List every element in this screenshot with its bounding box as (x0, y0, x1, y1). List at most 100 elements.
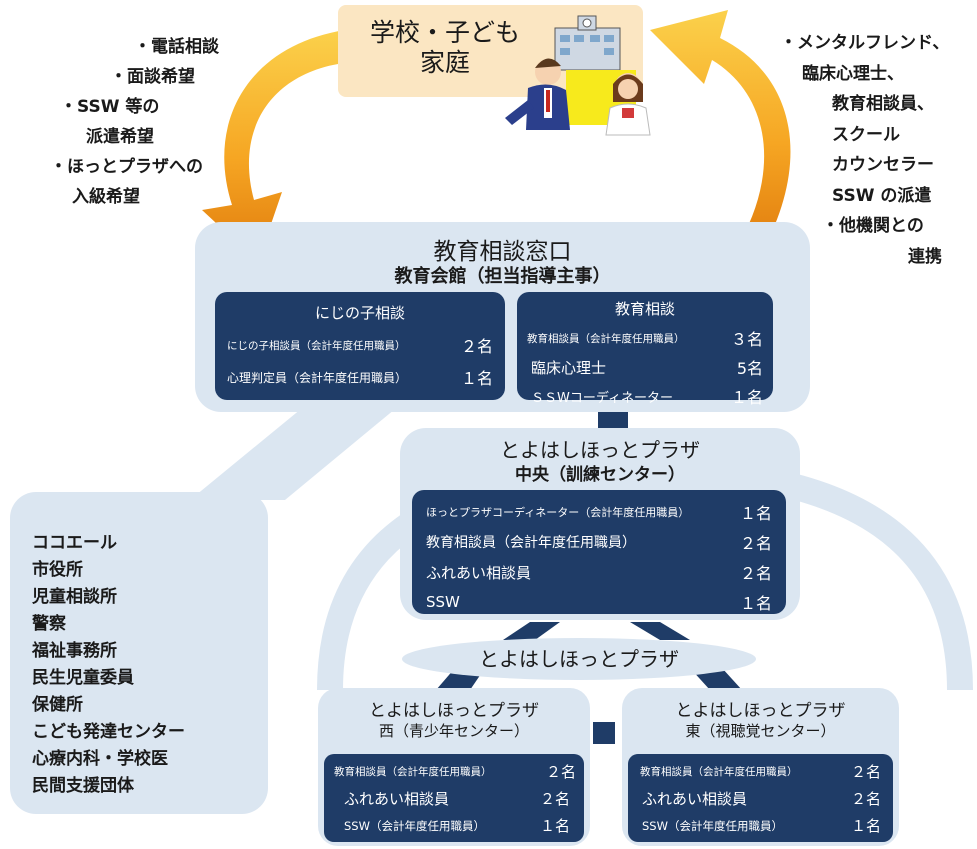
kyoiku-row-count: ３名 (730, 330, 763, 349)
central-row-count: ２名 (739, 564, 772, 583)
agencies-panel (10, 492, 268, 814)
east-staff-box: 教育相談員（会計年度任用職員） ２名 ふれあい相談員 ２名 SSW（会計年度任用… (628, 754, 893, 842)
west-staff-box: 教育相談員（会計年度任用職員） ２名 ふれあい相談員 ２名 SSW（会計年度任用… (324, 754, 584, 842)
west-subtitle: 西（青少年センター） (378, 722, 529, 740)
east-row-label: SSW（会計年度任用職員） (642, 818, 783, 833)
teacher-icon (505, 58, 570, 130)
west-row: 教育相談員（会計年度任用職員） ２名 (334, 761, 576, 782)
agency-list: ココエール 市役所 児童相談所 警察 福祉事務所 民生児童委員 保健所 こども発… (32, 530, 185, 800)
central-plaza-panel: とよはしほっとプラザ 中央（訓練センター） ほっとプラザコーディネーター（会計年… (400, 428, 800, 620)
central-row: ふれあい相談員 ２名 (426, 560, 772, 584)
agency-item: 民間支援団体 (32, 776, 134, 796)
agency-item: 児童相談所 (32, 587, 117, 607)
central-row: SSW １名 (426, 590, 772, 614)
service-item: ・メンタルフレンド、 (780, 33, 950, 53)
school-family-label: 学校・子ども 家庭 (350, 18, 540, 78)
service-item: 臨床心理士、 (802, 63, 904, 84)
agency-item: 民生児童委員 (32, 668, 134, 688)
east-row-count: ２名 (850, 790, 881, 808)
agency-item: ココエール (32, 533, 117, 553)
central-row-label: 教育相談員（会計年度任用職員） (426, 535, 636, 551)
kyoiku-row-label: ＳＳWコーディネーター (531, 390, 673, 406)
central-row-count: １名 (739, 594, 772, 613)
kyoiku-row: 教育相談員（会計年度任用職員） ３名 (527, 326, 763, 350)
east-row-count: １名 (850, 817, 881, 835)
west-row-label: 教育相談員（会計年度任用職員） (334, 766, 492, 778)
west-row-count: ２名 (539, 790, 570, 808)
right-curved-arrow (650, 10, 791, 252)
east-row: 教育相談員（会計年度任用職員） ２名 (640, 761, 881, 782)
central-row: ほっとプラザコーディネーター（会計年度任用職員） １名 (426, 500, 772, 524)
kyoiku-row: ＳＳWコーディネーター １名 (531, 384, 763, 408)
plaza-oval: とよはしほっとプラザ (402, 638, 756, 680)
connector-vertical (598, 408, 628, 430)
east-plaza-panel: とよはしほっとプラザ 東（視聴覚センター） 教育相談員（会計年度任用職員） ２名… (622, 688, 899, 846)
school-family-line1: 学校・子ども (369, 18, 520, 47)
madoguchi-panel: 教育相談窓口 教育会館（担当指導主事） にじの子相談 にじの子相談員（会計年度任… (195, 222, 810, 412)
east-subtitle: 東（視聴覚センター） (685, 722, 836, 740)
west-row-count: １名 (539, 817, 570, 835)
niji-row-count: １名 (460, 369, 493, 388)
agency-item: 心療内科・学校医 (32, 749, 168, 769)
agency-item: 警察 (32, 614, 66, 634)
niji-row-label: にじの子相談員（会計年度任用職員） (227, 339, 406, 352)
service-item: SSW の派遣 (832, 185, 932, 206)
west-row-count: ２名 (545, 763, 576, 781)
central-row-count: ２名 (739, 534, 772, 553)
request-item: ・電話相談 (134, 37, 219, 57)
east-row-count: ２名 (850, 763, 881, 781)
plaza-oval-label: とよはしほっとプラザ (479, 647, 679, 671)
kyoiku-row-label: 教育相談員（会計年度任用職員） (527, 332, 685, 345)
agency-item: 保健所 (32, 695, 83, 715)
madoguchi-subtitle: 教育会館（担当指導主事） (394, 266, 611, 287)
niji-box: にじの子相談 にじの子相談員（会計年度任用職員） ２名 心理判定員（会計年度任用… (215, 292, 505, 400)
central-row-label: SSW (426, 593, 460, 611)
niji-title: にじの子相談 (314, 304, 405, 322)
west-row: SSW（会計年度任用職員） １名 (344, 815, 570, 836)
niji-row: にじの子相談員（会計年度任用職員） ２名 (227, 333, 493, 357)
central-row: 教育相談員（会計年度任用職員） ２名 (426, 530, 772, 554)
left-curved-arrow (202, 30, 352, 262)
school-illustration (505, 15, 651, 136)
connector-right (630, 622, 690, 640)
east-row-label: ふれあい相談員 (642, 790, 748, 808)
kyoiku-title: 教育相談 (614, 300, 675, 318)
east-row: SSW（会計年度任用職員） １名 (642, 815, 881, 836)
service-item: ・他機関との (822, 216, 924, 236)
central-row-count: １名 (739, 504, 772, 523)
kyoiku-row-count: １名 (730, 388, 763, 407)
agency-item: 市役所 (32, 560, 83, 580)
connector-left (503, 622, 560, 640)
niji-row-label: 心理判定員（会計年度任用職員） (227, 370, 408, 385)
west-row: ふれあい相談員 ２名 (344, 788, 570, 809)
request-item: ・面談希望 (110, 67, 195, 87)
agency-item: 福祉事務所 (32, 641, 117, 661)
request-item: 派遣希望 (86, 127, 154, 147)
kyoiku-row-count: 5名 (736, 359, 763, 378)
service-list: ・メンタルフレンド、 臨床心理士、 教育相談員、 スクール カウンセラー SSW… (780, 28, 975, 272)
service-item: カウンセラー (832, 155, 934, 175)
kyoiku-row-label: 臨床心理士 (531, 358, 607, 377)
request-item: 入級希望 (72, 187, 140, 207)
service-item: 連携 (908, 246, 942, 267)
student-icon (605, 73, 651, 136)
central-title: とよはしほっとプラザ (500, 438, 700, 462)
service-item: 教育相談員、 (832, 94, 934, 114)
central-row-label: ほっとプラザコーディネーター（会計年度任用職員） (426, 506, 690, 519)
school-building-icon (554, 15, 621, 71)
agency-item: こども発達センター (32, 722, 185, 742)
central-subtitle: 中央（訓練センター） (515, 465, 685, 485)
kyoiku-row: 臨床心理士 5名 (531, 355, 763, 379)
west-row-label: ふれあい相談員 (344, 790, 450, 808)
kyoiku-box: 教育相談 教育相談員（会計年度任用職員） ３名 臨床心理士 5名 ＳＳWコーディ… (517, 292, 773, 407)
niji-row: 心理判定員（会計年度任用職員） １名 (227, 365, 493, 389)
request-item: ・SSW 等の (60, 97, 160, 117)
east-row-label: 教育相談員（会計年度任用職員） (640, 766, 798, 778)
service-item: スクール (832, 124, 900, 145)
niji-row-count: ２名 (460, 337, 493, 356)
request-item: ・ほっとプラザへの (50, 157, 203, 177)
school-family-line2: 家庭 (419, 48, 470, 77)
madoguchi-title: 教育相談窓口 (433, 239, 572, 265)
east-title: とよはしほっとプラザ (675, 701, 846, 721)
west-row-label: SSW（会計年度任用職員） (344, 818, 485, 833)
